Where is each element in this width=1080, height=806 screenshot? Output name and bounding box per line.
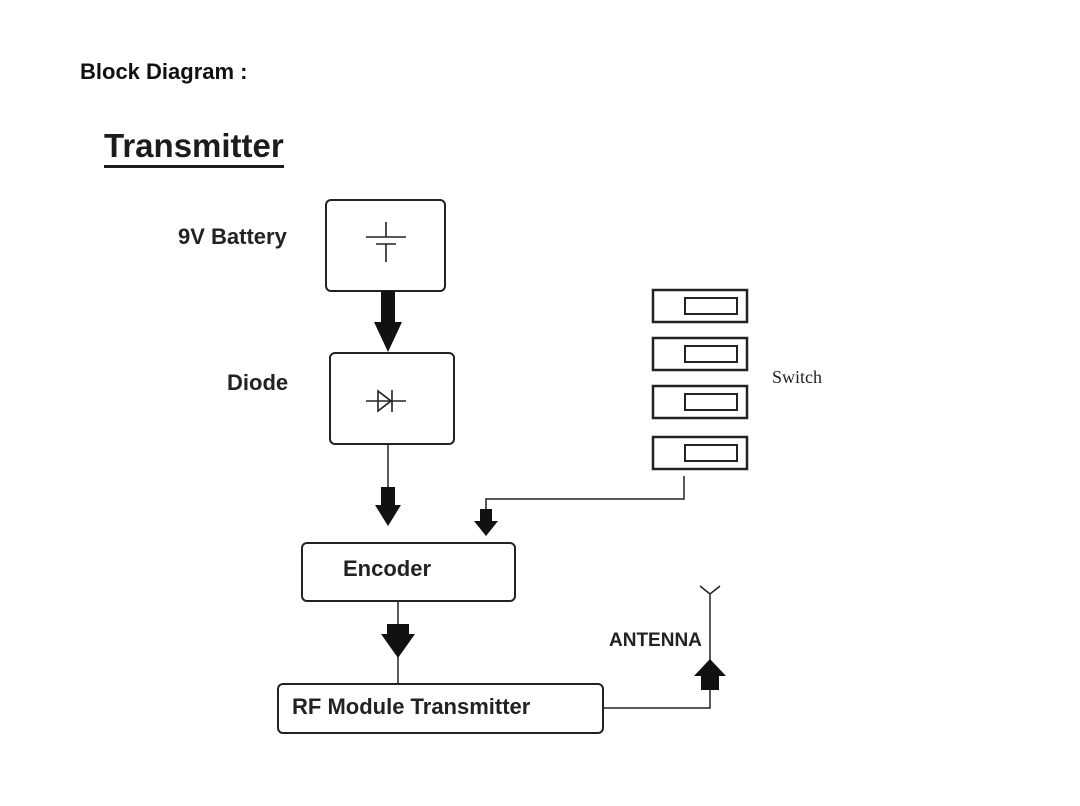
antenna-label: ANTENNA (609, 630, 702, 651)
switch-encoder-line (485, 476, 685, 509)
switch-outer-3 (651, 384, 749, 420)
page-heading: Block Diagram : (80, 59, 248, 84)
diode-label: Diode (227, 370, 289, 395)
section-title: Transmitter (104, 129, 284, 168)
dip-switch-icon (651, 288, 749, 471)
switch-label: Switch (772, 367, 823, 387)
switch-inner-1 (684, 297, 738, 315)
encoder-label: Encoder (343, 556, 432, 581)
switch-outer-4 (651, 435, 749, 471)
switch-outer-1 (651, 288, 749, 324)
encoder-block (301, 542, 516, 602)
encoder-rf-arrow (381, 624, 415, 658)
antenna-icon (699, 585, 721, 595)
diode-encoder-arrow (375, 487, 401, 526)
diode-symbol-icon (366, 389, 406, 413)
switch-inner-2 (684, 345, 738, 363)
switch-encoder-arrow (474, 509, 498, 536)
switch-outer-2 (651, 336, 749, 372)
battery-symbol-icon (366, 222, 406, 262)
rf-antenna-arrow (694, 659, 726, 690)
battery-diode-arrow (374, 291, 402, 352)
switch-inner-4 (684, 444, 738, 462)
rf-module-label: RF Module Transmitter (292, 694, 531, 719)
diode-block (329, 352, 455, 445)
switch-inner-3 (684, 393, 738, 411)
battery-label: 9V Battery (178, 224, 287, 249)
rf-antenna-line (603, 690, 711, 709)
rf-module-block (277, 683, 604, 734)
